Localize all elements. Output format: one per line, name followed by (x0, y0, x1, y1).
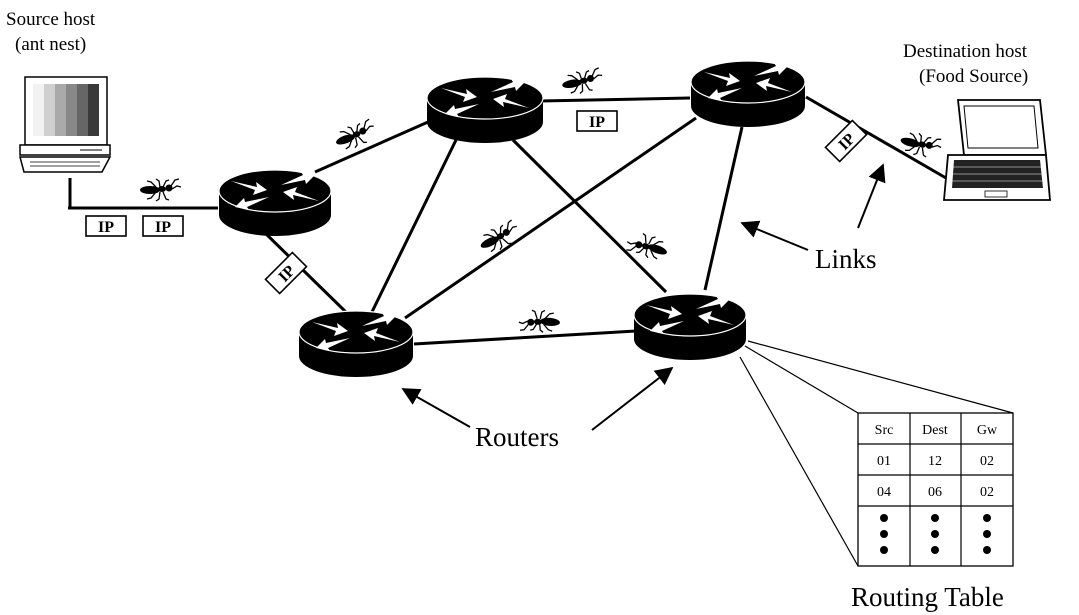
link-r1-r2 (314, 120, 429, 174)
ant-icon (562, 67, 603, 94)
destination-host-label: Destination host (903, 41, 1028, 62)
ip-packet: IP (576, 110, 618, 132)
table-header-gw: Gw (977, 423, 998, 438)
table-header-src: Src (875, 423, 894, 438)
router-3 (690, 60, 806, 127)
router-arrows-icon (704, 63, 792, 101)
routing-table-callout (739, 340, 1014, 567)
link-r2-r3 (539, 96, 691, 103)
ip-packet: IP (824, 119, 868, 163)
router-arrows-icon (646, 296, 734, 334)
svg-text:IP: IP (98, 219, 114, 236)
link-r2-r4 (511, 138, 668, 294)
router-5 (298, 310, 414, 377)
ant-icon (336, 118, 374, 150)
links-arrow-to-dest-link (857, 163, 886, 229)
ant-icon (480, 219, 517, 253)
router-2 (426, 76, 544, 143)
router-arrows-icon (231, 172, 319, 210)
ip-packet: IP (142, 215, 184, 237)
ellipsis-dots-icon (880, 514, 991, 554)
table-cell: 04 (877, 485, 891, 500)
links-label: Links (815, 244, 877, 274)
table-cell: 02 (980, 454, 994, 469)
ant-icon (900, 132, 942, 158)
pointer-arrows (401, 163, 886, 431)
router-1 (218, 169, 332, 236)
source-host-computer-icon (19, 76, 112, 173)
router-arrows-icon (312, 313, 400, 351)
routing-table-title: Routing Table (851, 582, 1004, 612)
ant-icon (518, 309, 560, 333)
link-r3-r5 (404, 116, 697, 320)
ant-icon (140, 178, 182, 202)
table-cell: 12 (928, 454, 942, 469)
links-arrow-to-link (740, 220, 809, 251)
router-4 (633, 293, 747, 360)
link-r3-r4 (703, 126, 744, 291)
router-arrows-icon (441, 79, 529, 117)
source-host-label: Source host (6, 9, 96, 30)
routing-table: Src Dest Gw 01 12 02 04 06 02 (857, 412, 1014, 567)
routers-arrow-left (401, 388, 471, 428)
table-header-dest: Dest (922, 423, 948, 438)
table-cell: 01 (877, 454, 891, 469)
table-cell: 02 (980, 485, 994, 500)
svg-text:IP: IP (155, 219, 171, 236)
ip-packet: IP (85, 215, 127, 237)
links-group (68, 95, 947, 346)
svg-text:IP: IP (589, 114, 605, 131)
link-r3-dest (805, 95, 947, 180)
destination-host-sublabel: (Food Source) (919, 66, 1028, 87)
routers-label: Routers (475, 422, 559, 452)
link-r5-r4 (413, 329, 637, 346)
source-host-sublabel: (ant nest) (15, 34, 86, 55)
link-r2-r5 (368, 139, 458, 317)
ant-icon (626, 233, 667, 260)
link-r1-r5 (260, 228, 352, 318)
table-cell: 06 (928, 485, 942, 500)
destination-host-laptop-icon (943, 99, 1051, 201)
routers-arrow-right (591, 366, 674, 431)
ip-packet: IP (264, 251, 308, 295)
